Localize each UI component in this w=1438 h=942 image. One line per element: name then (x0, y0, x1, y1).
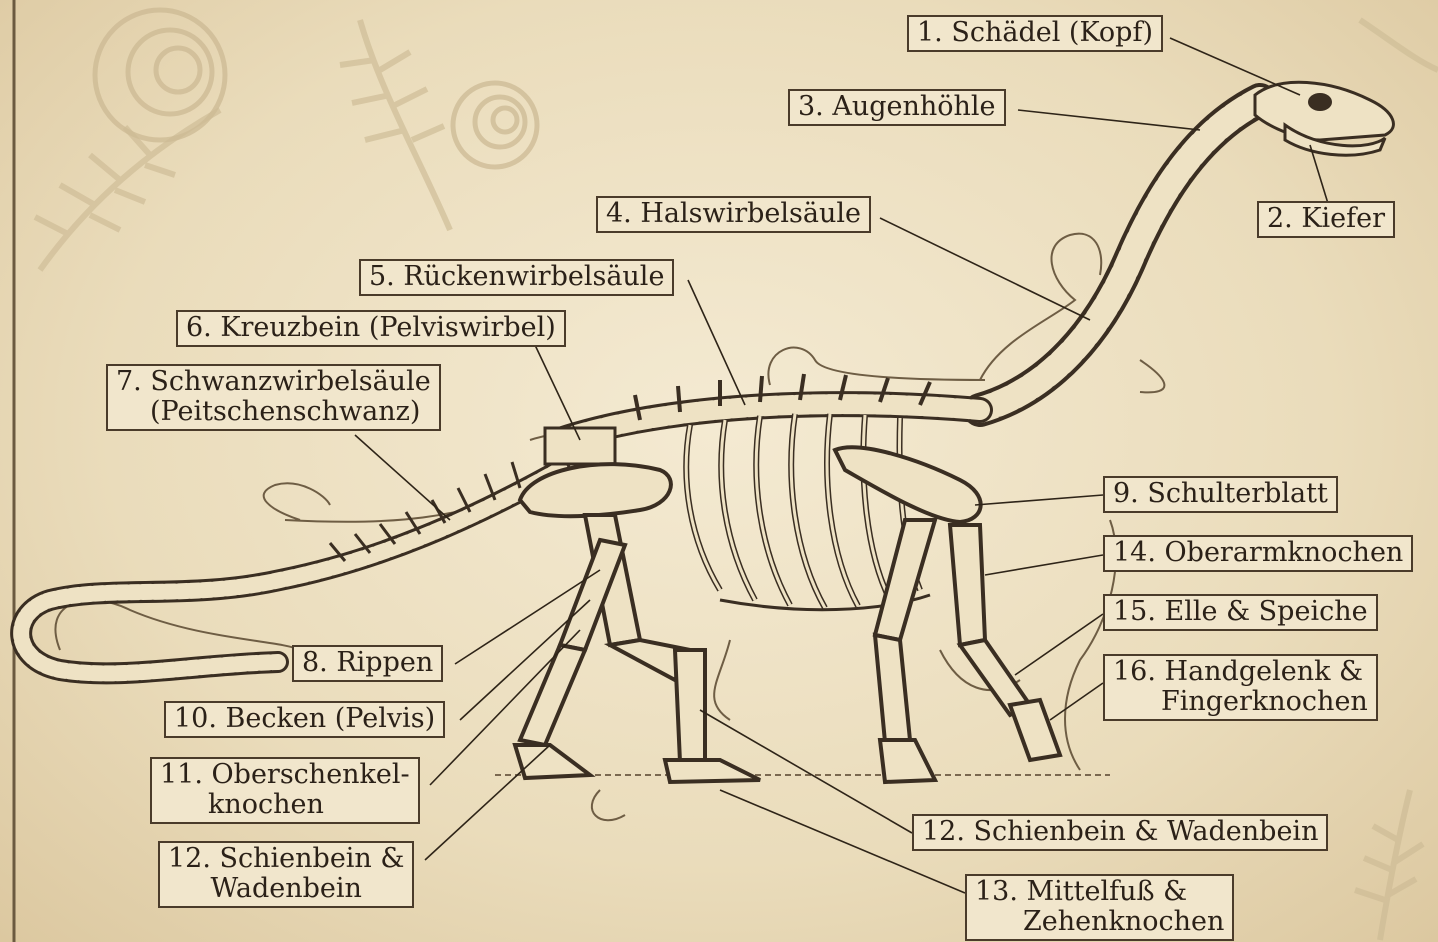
front-leg (875, 520, 1060, 782)
label-tibia-right: 12. Schienbein & Wadenbein (912, 814, 1328, 851)
ulna-radius-right (875, 635, 910, 742)
label-dorsal-text: 5. Rückenwirbelsäule (369, 261, 664, 292)
label-tail-line2: (Peitschenschwanz) (116, 397, 431, 427)
hand-right (880, 740, 935, 782)
label-sacrum: 6. Kreuzbein (Pelviswirbel) (176, 310, 566, 347)
tibia-right (675, 650, 705, 762)
label-ulna-radius-text: 15. Elle & Speiche (1113, 596, 1368, 627)
label-ribs-text: 8. Rippen (302, 647, 433, 678)
label-wrist: 16. Handgelenk & Fingerknochen (1103, 654, 1378, 721)
tibia-left (520, 645, 585, 745)
label-ribs: 8. Rippen (292, 645, 443, 682)
label-dorsal: 5. Rückenwirbelsäule (359, 259, 674, 296)
label-cervical-text: 4. Halswirbelsäule (606, 198, 861, 229)
hand-left (1010, 700, 1060, 760)
label-eye-socket-text: 3. Augenhöhle (798, 91, 996, 122)
label-skull: 1. Schädel (Kopf) (907, 15, 1163, 52)
label-eye-socket: 3. Augenhöhle (788, 89, 1006, 126)
label-wrist-line1: 16. Handgelenk & (1113, 656, 1363, 687)
label-femur: 11. Oberschenkel- knochen (150, 757, 420, 824)
label-tibia-left-line1: 12. Schienbein & (168, 843, 404, 874)
label-skull-text: 1. Schädel (Kopf) (917, 17, 1153, 48)
label-metatarsal: 13. Mittelfuß & Zehenknochen (965, 874, 1234, 941)
label-pelvis: 10. Becken (Pelvis) (164, 701, 445, 738)
label-femur-line2: knochen (160, 790, 410, 820)
foot-right (665, 760, 760, 782)
label-jaw: 2. Kiefer (1257, 201, 1395, 238)
label-sacrum-text: 6. Kreuzbein (Pelviswirbel) (186, 312, 556, 343)
ammonite-fossil-decor (95, 10, 537, 167)
hind-leg (515, 515, 760, 782)
foot-left (515, 745, 590, 778)
label-tail-line1: 7. Schwanzwirbelsäule (116, 366, 431, 397)
scapula (835, 447, 981, 522)
label-jaw-text: 2. Kiefer (1267, 203, 1385, 234)
label-tibia-left-line2: Wadenbein (168, 874, 404, 904)
eye-socket (1308, 93, 1332, 111)
label-humerus: 14. Oberarmknochen (1103, 535, 1413, 572)
label-tibia-left: 12. Schienbein & Wadenbein (158, 841, 414, 908)
label-tail: 7. Schwanzwirbelsäule (Peitschenschwanz) (106, 364, 441, 431)
label-scapula: 9. Schulterblatt (1103, 476, 1338, 513)
label-metatarsal-line2: Zehenknochen (975, 907, 1224, 937)
skull (1255, 82, 1393, 155)
label-tibia-right-text: 12. Schienbein & Wadenbein (922, 816, 1318, 847)
label-humerus-text: 14. Oberarmknochen (1113, 537, 1403, 568)
label-cervical: 4. Halswirbelsäule (596, 196, 871, 233)
label-wrist-line2: Fingerknochen (1113, 687, 1368, 717)
label-scapula-text: 9. Schulterblatt (1113, 478, 1328, 509)
label-metatarsal-line1: 13. Mittelfuß & (975, 876, 1187, 907)
label-femur-line1: 11. Oberschenkel- (160, 759, 410, 790)
humerus-left (950, 525, 985, 645)
label-ulna-radius: 15. Elle & Speiche (1103, 594, 1378, 631)
label-pelvis-text: 10. Becken (Pelvis) (174, 703, 435, 734)
sacrum (545, 428, 615, 464)
